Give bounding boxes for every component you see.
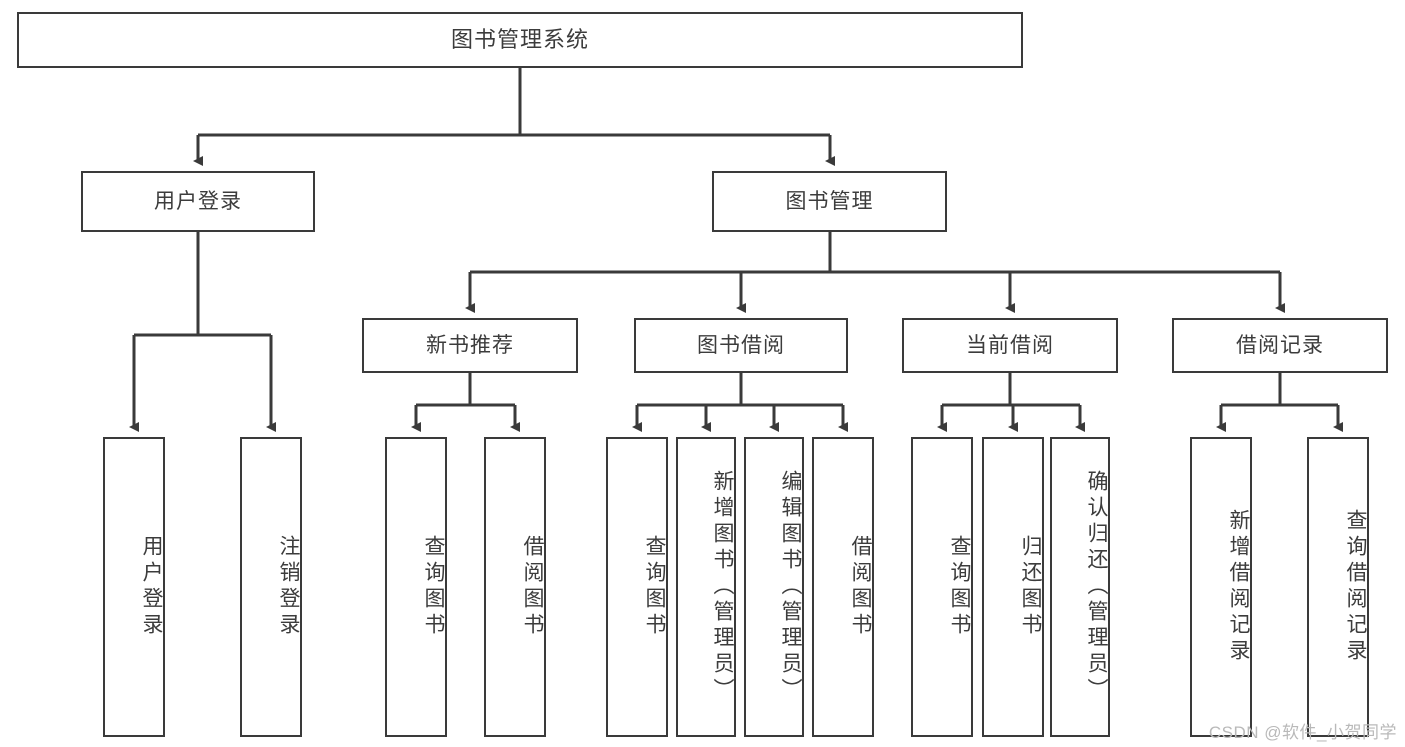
node-book-borrow[interactable]: 图书借阅 [634, 318, 848, 373]
node-leaf-borrow-book[interactable]: 借阅图书 [812, 437, 874, 737]
node-leaf-query-book-rec[interactable]: 查询图书 [385, 437, 447, 737]
node-leaf-add-record[interactable]: 新增借阅记录 [1190, 437, 1252, 737]
node-leaf-return-book[interactable]: 归还图书 [982, 437, 1044, 737]
node-leaf-query-record[interactable]: 查询借阅记录 [1307, 437, 1369, 737]
node-root[interactable]: 图书管理系统 [17, 12, 1023, 68]
node-leaf-logout[interactable]: 注销登录 [240, 437, 302, 737]
node-leaf-user-login[interactable]: 用户登录 [103, 437, 165, 737]
node-leaf-confirm-return[interactable]: 确认归还（管理员） [1050, 437, 1110, 737]
node-new-book-rec[interactable]: 新书推荐 [362, 318, 578, 373]
node-leaf-borrow-book-rec[interactable]: 借阅图书 [484, 437, 546, 737]
node-book-manage[interactable]: 图书管理 [712, 171, 947, 232]
node-leaf-edit-book[interactable]: 编辑图书（管理员） [744, 437, 804, 737]
node-user-login[interactable]: 用户登录 [81, 171, 315, 232]
node-leaf-query-book-cur[interactable]: 查询图书 [911, 437, 973, 737]
node-leaf-add-book[interactable]: 新增图书（管理员） [676, 437, 736, 737]
node-leaf-query-book-borrow[interactable]: 查询图书 [606, 437, 668, 737]
node-current-borrow[interactable]: 当前借阅 [902, 318, 1118, 373]
watermark-text: CSDN @软件_小贺同学 [1208, 723, 1397, 742]
node-borrow-record[interactable]: 借阅记录 [1172, 318, 1388, 373]
